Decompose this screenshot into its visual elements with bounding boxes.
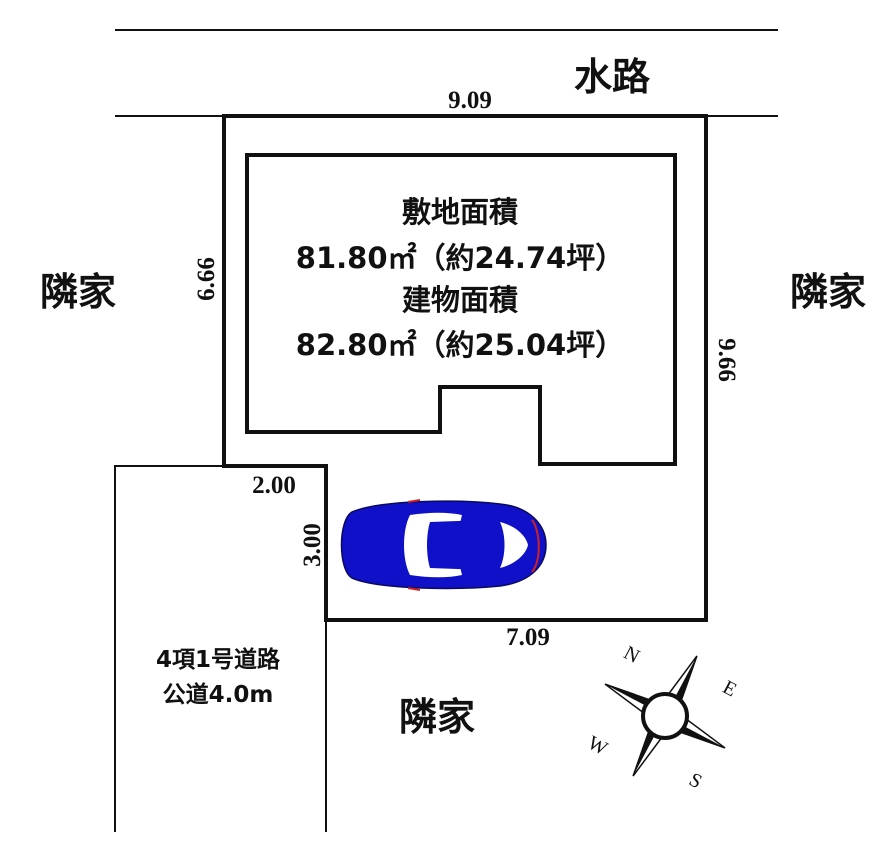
compass-south: S	[685, 769, 705, 794]
building-area-value: 82.80㎡（約25.04坪）	[296, 328, 624, 362]
car-mirror-right	[407, 587, 421, 591]
compass-icon	[604, 655, 726, 777]
neighbor-left-label: 隣家	[40, 270, 116, 314]
road-boundary	[114, 465, 224, 832]
building-footprint	[245, 153, 677, 466]
site-area-value: 81.80㎡（約24.74坪）	[296, 241, 624, 275]
compass-north: N	[620, 642, 643, 668]
dimension-notch-height: 3.00	[299, 523, 326, 567]
dimension-bottom: 7.09	[506, 624, 550, 651]
road-width-label: 公道4.0m	[163, 681, 274, 708]
dimension-right: 9.66	[713, 338, 740, 382]
dimension-top: 9.09	[448, 87, 492, 114]
neighbor-bottom-label: 隣家	[399, 695, 475, 739]
compass-west: W	[584, 732, 611, 760]
lot-outline	[222, 114, 708, 622]
compass-east: E	[719, 676, 740, 701]
car-mirror-left	[407, 499, 421, 503]
car-taillights	[531, 519, 540, 573]
car-rear-window	[500, 522, 528, 568]
car-roof	[427, 520, 495, 570]
dimension-left: 6.66	[193, 257, 220, 301]
road-type-label: 4項1号道路	[156, 646, 281, 673]
neighbor-right-label: 隣家	[790, 270, 866, 314]
waterway-label: 水路	[574, 55, 651, 99]
building-area-label: 建物面積	[402, 283, 518, 317]
site-area-label: 敷地面積	[402, 195, 518, 229]
car-icon	[340, 499, 547, 591]
dimension-notch-width: 2.00	[252, 472, 296, 499]
